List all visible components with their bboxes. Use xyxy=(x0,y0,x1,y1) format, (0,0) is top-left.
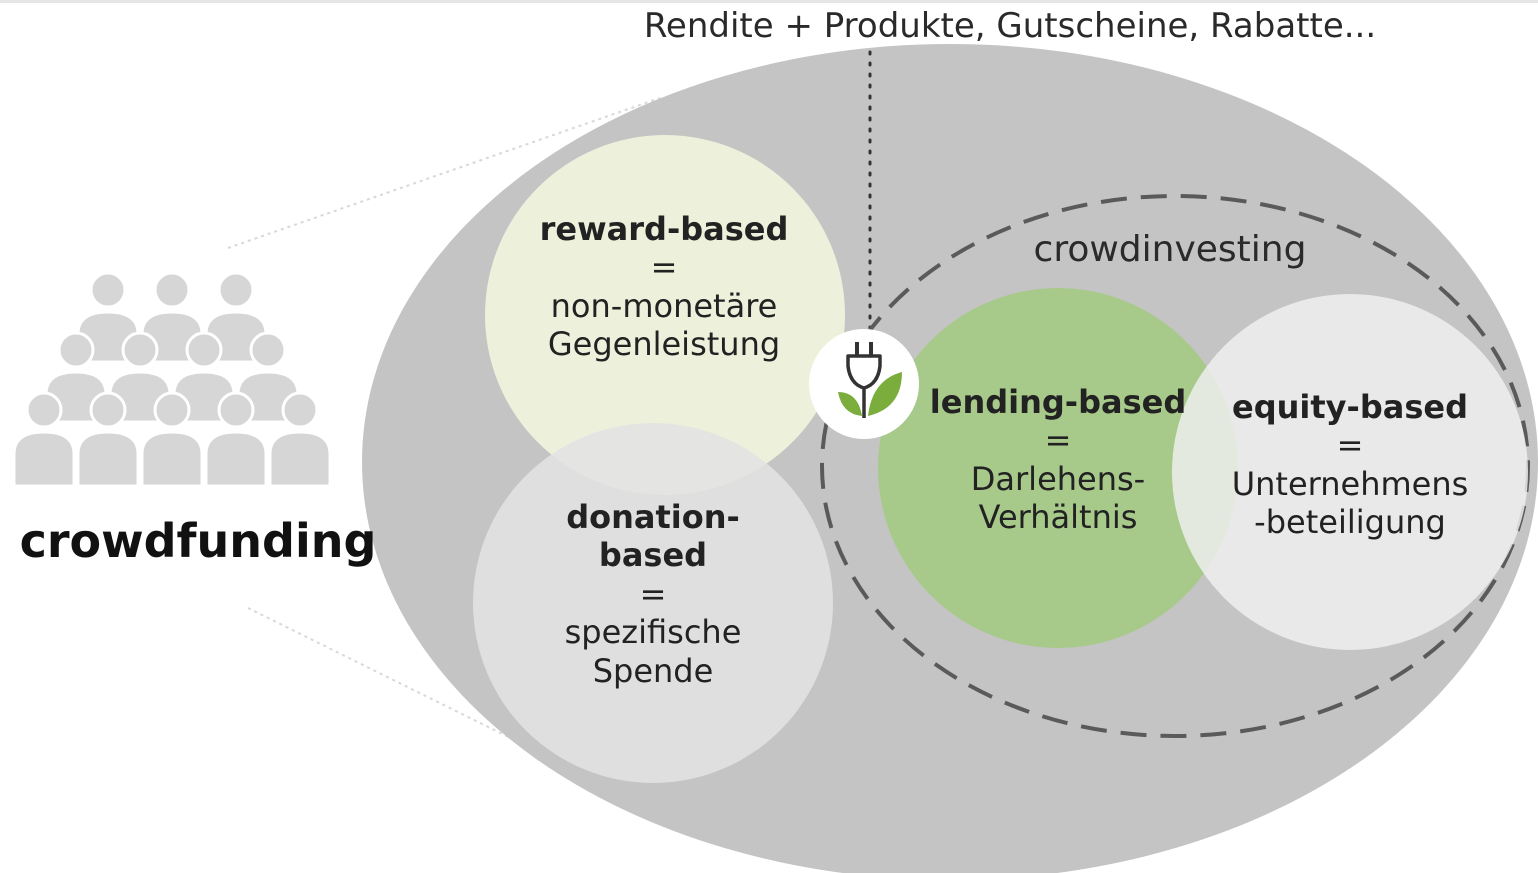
return-label: Rendite + Produkte, Gutscheine, Rabatte.… xyxy=(643,6,1377,46)
donation-based-label: donation- based = spezifische Spende xyxy=(503,498,803,690)
person-icon xyxy=(76,391,140,488)
reward-line-2: Gegenleistung xyxy=(547,325,781,364)
reward-line-1: non-monetäre xyxy=(550,286,778,325)
donation-based-circle xyxy=(473,423,833,783)
plug-leaf-icon xyxy=(809,329,919,439)
reward-based-label: reward-based = non-monetäre Gegenleistun… xyxy=(514,210,814,364)
crowdinvesting-ellipse xyxy=(820,194,1530,738)
top-divider xyxy=(0,0,1538,3)
crowdinvesting-label: crowdinvesting xyxy=(1033,229,1307,270)
equity-line-1: Unternehmens xyxy=(1231,464,1469,503)
donation-title-1: donation- xyxy=(566,498,740,536)
person-icon xyxy=(268,391,332,488)
lending-line-2: Verhältnis xyxy=(978,498,1138,537)
reward-equals: = xyxy=(650,248,678,287)
crowd-icon xyxy=(12,271,332,488)
person-icon xyxy=(204,391,268,488)
equity-equals: = xyxy=(1336,426,1364,465)
equity-based-label: equity-based = Unternehmens -beteiligung xyxy=(1200,388,1500,542)
lending-based-title: lending-based xyxy=(929,383,1187,421)
reward-based-circle xyxy=(485,135,845,495)
lending-line-1: Darlehens- xyxy=(970,459,1146,498)
reward-based-title: reward-based xyxy=(539,210,789,248)
equity-line-2: -beteiligung xyxy=(1254,503,1446,542)
donation-line-2: Spende xyxy=(592,651,714,690)
equity-based-title: equity-based xyxy=(1232,388,1468,426)
equity-based-circle xyxy=(1172,294,1528,650)
donation-title-2: based xyxy=(598,536,708,575)
person-icon xyxy=(12,391,76,488)
connector-line-bottom xyxy=(247,607,576,771)
lending-based-circle xyxy=(878,288,1238,648)
donation-line-1: spezifische xyxy=(564,613,742,652)
lending-equals: = xyxy=(1044,421,1072,460)
person-icon xyxy=(140,391,204,488)
lending-based-label: lending-based = Darlehens- Verhältnis xyxy=(908,383,1208,537)
donation-equals: = xyxy=(639,574,667,613)
crowdfunding-title: crowdfunding xyxy=(19,514,377,568)
